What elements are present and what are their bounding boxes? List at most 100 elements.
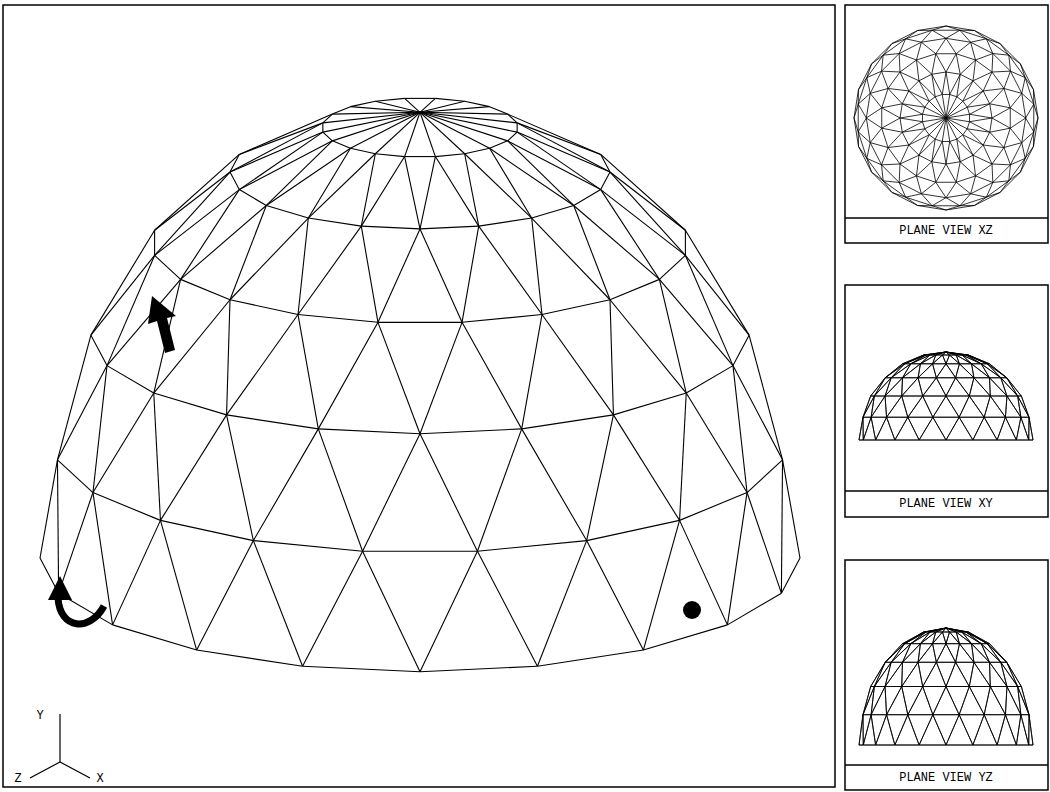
dome-member (921, 42, 935, 54)
dome-member (686, 366, 733, 393)
dome-member (936, 54, 946, 72)
dome-member (942, 352, 946, 355)
dome-member (643, 625, 727, 650)
dome-member (874, 378, 885, 396)
dome-member (1000, 172, 1020, 192)
dome-member (900, 60, 916, 72)
dome-member (902, 378, 918, 396)
dome-member (990, 132, 1004, 147)
dome-member (933, 644, 937, 663)
dome-member (903, 364, 921, 378)
dome-member (970, 122, 990, 132)
dome-member (946, 632, 950, 644)
dome-member (885, 662, 902, 686)
dome-member (990, 377, 1001, 378)
dome-member (318, 429, 362, 551)
dome-member (1010, 128, 1022, 142)
dome-member (918, 377, 936, 378)
dome-member (876, 745, 895, 746)
dome-member (420, 226, 479, 229)
dome-member (969, 378, 974, 396)
dome-member (946, 352, 968, 355)
dome-member (956, 644, 960, 663)
dome-member (923, 687, 933, 715)
dome-member (918, 662, 923, 686)
dome-member (508, 132, 518, 141)
dome-member (1016, 715, 1020, 745)
dome-member (946, 352, 966, 355)
dome-member (871, 417, 886, 418)
dome-member (990, 118, 992, 132)
dome-member (992, 108, 1010, 118)
dome-member (933, 417, 946, 440)
dome-member (902, 396, 908, 417)
dome-member (916, 60, 931, 74)
dome-member (908, 714, 933, 715)
dome-member (874, 662, 885, 686)
dome-member (919, 81, 929, 101)
dome-member (929, 97, 935, 101)
dome-member (420, 666, 537, 672)
dome-member (902, 687, 908, 715)
dome-member (942, 355, 946, 364)
dome-member (969, 662, 974, 686)
dome-member (57, 460, 92, 493)
dome-member (974, 662, 990, 663)
dome-member (375, 98, 404, 101)
dome-member (933, 632, 943, 644)
dome-member (932, 54, 936, 75)
dome-member (969, 687, 984, 715)
dome-member (921, 182, 935, 194)
dome-member (936, 182, 956, 183)
dome-member (733, 366, 783, 460)
dome-member (1022, 118, 1026, 143)
dome-member (903, 364, 911, 378)
dome-member (465, 154, 479, 226)
dome-member (227, 415, 319, 429)
dome-member (959, 643, 971, 644)
dome-member (420, 112, 490, 148)
dome-member (405, 98, 436, 99)
dome-member (956, 377, 974, 378)
dome-member (887, 417, 895, 440)
dome-member (974, 378, 990, 396)
dome-member (891, 377, 902, 378)
dome-member (318, 322, 378, 429)
dome-member (921, 38, 946, 42)
dome-member (322, 123, 323, 132)
dome-member (984, 417, 1005, 418)
dome-member (972, 644, 990, 663)
dome-member (959, 364, 973, 378)
dome-member (933, 714, 959, 715)
dome-member (936, 378, 946, 396)
dome-member (876, 745, 895, 746)
dome-member (925, 129, 929, 135)
dome-member (610, 300, 613, 415)
dome-member (876, 715, 887, 745)
dome-member (1021, 396, 1029, 417)
dome-member (891, 377, 902, 378)
dome-member (900, 145, 909, 164)
dome-member (253, 541, 302, 667)
dome-member (891, 364, 904, 378)
dome-member (1021, 417, 1029, 440)
dome-member (942, 141, 949, 142)
dome-member (1029, 715, 1033, 745)
dome-member (882, 71, 900, 73)
dome-member (587, 415, 614, 541)
dome-member (420, 429, 522, 434)
dome-member (874, 396, 885, 397)
dome-member (863, 687, 871, 715)
dome-member (899, 42, 921, 53)
dome-member (160, 520, 253, 540)
dome-member (866, 93, 870, 118)
dome-member (863, 687, 874, 715)
dome-member (885, 687, 887, 715)
dome-member (874, 686, 885, 687)
dome-member (925, 101, 929, 107)
dome-member (227, 300, 230, 415)
dome-member (891, 644, 904, 663)
dome-member (981, 644, 989, 663)
dome-member (900, 118, 922, 122)
